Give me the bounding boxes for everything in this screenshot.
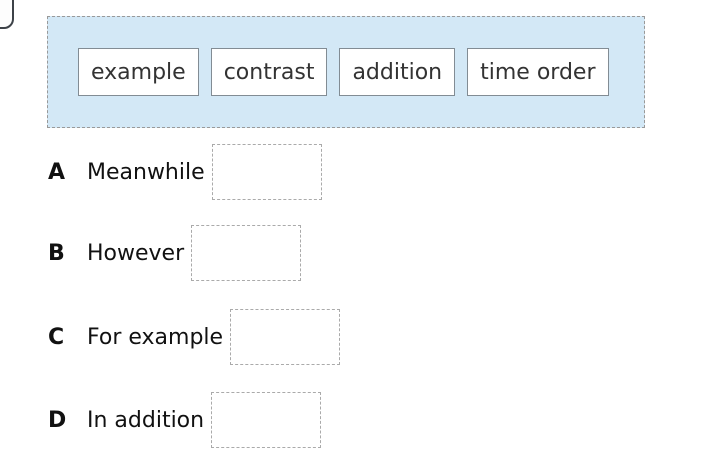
item-letter-c: C	[48, 324, 65, 350]
partial-offscreen-element-corner	[0, 0, 14, 29]
item-row-a: A Meanwhile	[48, 144, 322, 200]
drop-zone-d[interactable]	[211, 392, 322, 448]
item-row-b: B However	[48, 225, 302, 281]
item-text-for-example: For example	[87, 324, 224, 350]
drop-zone-a[interactable]	[211, 144, 322, 200]
item-text-meanwhile: Meanwhile	[87, 159, 205, 185]
item-text-in-addition: In addition	[87, 407, 205, 433]
word-chip-contrast[interactable]: contrast	[210, 48, 328, 96]
drop-zone-b[interactable]	[191, 225, 302, 281]
item-letter-a: A	[48, 159, 66, 185]
word-bank: example contrast addition time order	[47, 16, 645, 128]
item-letter-b: B	[48, 240, 65, 266]
word-chip-time-order[interactable]: time order	[467, 48, 609, 96]
item-row-d: D In addition	[48, 392, 322, 448]
word-chip-example[interactable]: example	[78, 48, 199, 96]
item-row-c: C For example	[48, 309, 341, 365]
item-letter-d: D	[48, 407, 67, 433]
item-text-however: However	[87, 240, 185, 266]
word-chip-addition[interactable]: addition	[339, 48, 456, 96]
drop-zone-c[interactable]	[230, 309, 341, 365]
